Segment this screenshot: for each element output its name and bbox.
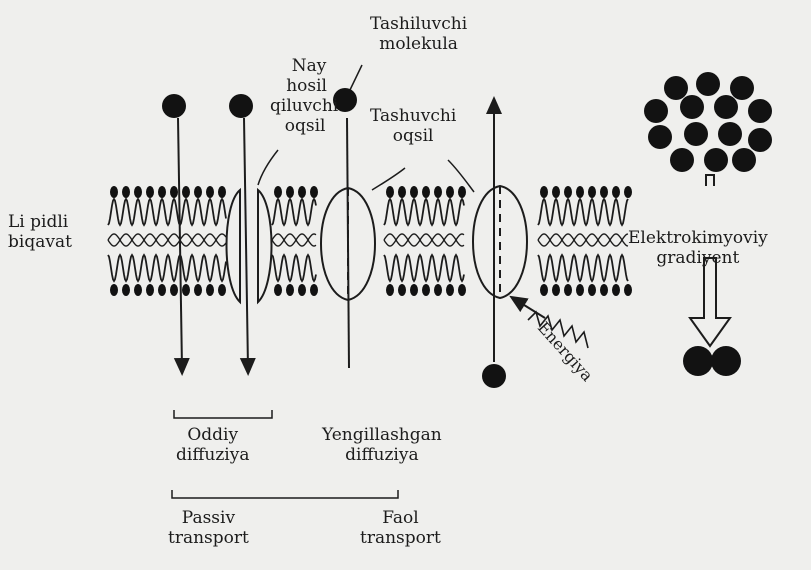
- lipid-head: [310, 186, 318, 198]
- lipid-head: [134, 284, 142, 296]
- simple-diffusion-bracket: [174, 410, 272, 418]
- energy-arrow: [516, 300, 545, 318]
- lipid-head: [458, 284, 466, 296]
- lipid-head: [110, 284, 118, 296]
- label-yengillashgan-diffuziya: Yengillashgan diffuziya: [322, 425, 442, 465]
- lipid-head: [146, 186, 154, 198]
- lipid-mid-wave: [108, 234, 226, 246]
- lipid-mid-wave: [272, 234, 316, 246]
- lipid-head: [410, 186, 418, 198]
- molecule-active: [482, 364, 506, 388]
- lipid-head: [182, 186, 190, 198]
- lipid-head: [434, 186, 442, 198]
- lipid-head: [446, 284, 454, 296]
- lipid-head: [612, 186, 620, 198]
- lipid-head: [286, 186, 294, 198]
- lipid-head: [310, 284, 318, 296]
- facilitated-diffusion-arrow: [347, 118, 349, 368]
- lower-lipid-tails: [538, 255, 628, 281]
- label-elektrokimyoviy-gradiyent: Elektrokimyoviy gradiyent: [628, 228, 768, 268]
- upper-lipid-tails: [538, 199, 628, 225]
- lipid-head: [158, 284, 166, 296]
- lipid-head: [552, 186, 560, 198]
- lipid-head: [206, 186, 214, 198]
- lipid-head: [122, 186, 130, 198]
- lipid-head: [576, 284, 584, 296]
- lipid-head: [422, 284, 430, 296]
- lipid-head: [122, 284, 130, 296]
- lipid-head: [564, 186, 572, 198]
- lipid-head: [552, 284, 560, 296]
- lipid-head: [576, 186, 584, 198]
- lipid-head: [286, 284, 294, 296]
- label-lipidli-biqavat: Li pidli biqavat: [8, 212, 72, 252]
- lipid-head: [218, 284, 226, 296]
- lipid-head: [612, 284, 620, 296]
- lipid-head: [422, 186, 430, 198]
- lipid-head: [458, 186, 466, 198]
- lipid-head: [410, 284, 418, 296]
- lipid-head: [398, 284, 406, 296]
- lipid-head: [110, 186, 118, 198]
- lower-lipid-tails: [272, 255, 316, 281]
- lipid-head: [434, 284, 442, 296]
- carrier-protein-active: [473, 186, 527, 298]
- lipid-head: [600, 186, 608, 198]
- lipid-head: [564, 284, 572, 296]
- channel-protein: [227, 190, 272, 302]
- upper-lipid-tails: [272, 199, 316, 225]
- lipid-head: [600, 284, 608, 296]
- upper-lipid-tails: [108, 199, 226, 225]
- lipid-head: [298, 284, 306, 296]
- molecule-simple: [162, 94, 186, 118]
- lipid-mid-wave: [108, 234, 226, 246]
- passive-transport-bracket: [172, 490, 398, 498]
- lipid-head: [386, 284, 394, 296]
- lipid-mid-wave: [384, 234, 464, 246]
- label-tashuvchi-oqsil: Tashuvchi oqsil: [370, 106, 456, 146]
- lipid-head: [588, 284, 596, 296]
- lipid-head: [386, 186, 394, 198]
- lipid-head: [206, 284, 214, 296]
- lipid-mid-wave: [272, 234, 316, 246]
- label-faol-transport: Faol transport: [360, 508, 441, 548]
- channel-diffusion-arrow: [244, 118, 248, 368]
- lipid-head: [274, 186, 282, 198]
- lower-lipid-tails: [108, 255, 226, 281]
- lower-lipid-tails: [384, 255, 464, 281]
- lipid-head: [194, 186, 202, 198]
- label-tashiluvchi-molekula: Tashiluvchi molekula: [370, 14, 467, 54]
- lipid-head: [182, 284, 190, 296]
- lipid-head: [274, 284, 282, 296]
- lipid-head: [170, 284, 178, 296]
- lipid-head: [588, 186, 596, 198]
- lipid-head: [398, 186, 406, 198]
- label-passiv-transport: Passiv transport: [168, 508, 249, 548]
- lipid-head: [218, 186, 226, 198]
- lipid-head: [540, 186, 548, 198]
- label-nay-hosil-qiluvchi-oqsil: Nay hosil qiluvchi oqsil: [270, 56, 338, 136]
- lipid-head: [170, 186, 178, 198]
- label-oddiy-diffuziya: Oddiy diffuziya: [176, 425, 249, 465]
- molecule-channel: [229, 94, 253, 118]
- lipid-head: [624, 186, 632, 198]
- lipid-head: [146, 284, 154, 296]
- lipid-head: [540, 284, 548, 296]
- lipid-head: [624, 284, 632, 296]
- lipid-head: [194, 284, 202, 296]
- gradient-cluster: [644, 72, 772, 376]
- lipid-head: [446, 186, 454, 198]
- lipid-head: [298, 186, 306, 198]
- lipid-head: [134, 186, 142, 198]
- upper-lipid-tails: [384, 199, 464, 225]
- lipid-head: [158, 186, 166, 198]
